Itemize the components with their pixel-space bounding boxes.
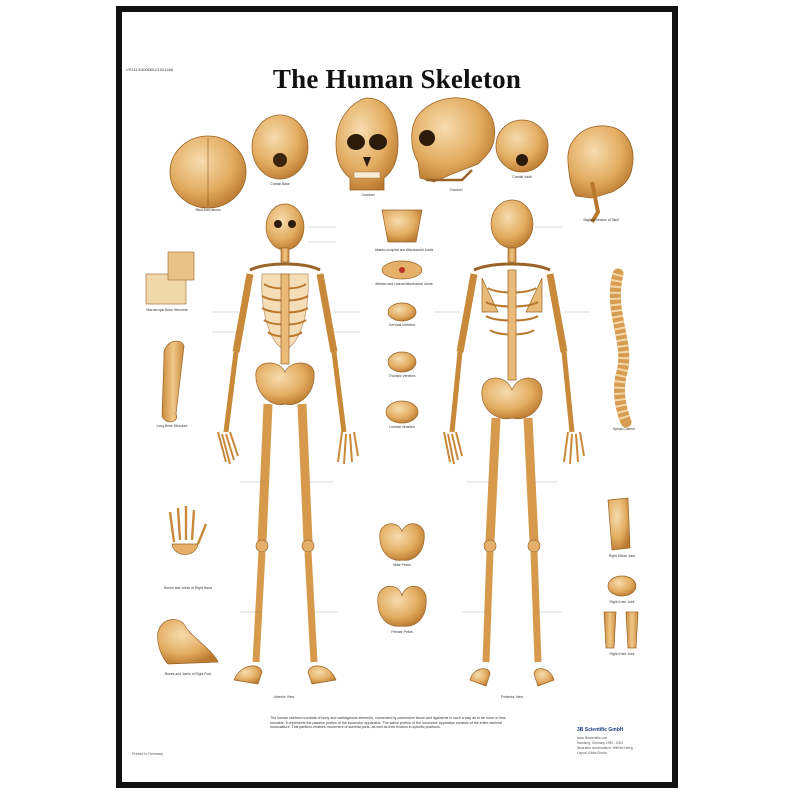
caption-spinal-column: Spinal Column: [612, 427, 636, 431]
poster-title: The Human Skeleton: [272, 64, 522, 94]
caption-cranium: Cranium: [361, 193, 375, 197]
cranial-base-view: [251, 114, 309, 180]
posterior-skeleton: [443, 199, 585, 687]
skeleton-illustration: [145, 97, 639, 687]
caption-cranial-base: Cranial Base: [270, 182, 290, 186]
caption-anterior-view: Anterior View: [273, 695, 295, 699]
sagittal-skull-view: [567, 125, 634, 224]
pelvis-insets: [377, 523, 427, 627]
caption-thoracic: Thoracic Vertebra: [388, 374, 416, 378]
caption-male-pelvis: Male Pelvis: [393, 563, 411, 567]
cranial-vault-view: [495, 119, 549, 173]
skull-top-view: [169, 135, 247, 209]
foot-inset: [157, 619, 219, 665]
printed-in: Printed in Germany: [132, 752, 163, 756]
poster-frame: VR1113/4006651/1001468 The Human Skeleto…: [116, 6, 678, 788]
caption-posterior-view: Posterior View: [501, 695, 523, 699]
brand-line: www.3bscientific.com: [577, 736, 608, 740]
caption-cranial-vault: Cranial Vault: [512, 175, 532, 179]
caption-atlas-axis: Atlanto-occipital and Atlantoaxial Joint…: [374, 248, 434, 252]
brand-line: Layout: Eddie Schulz: [577, 751, 607, 755]
product-code: VR1113/4006651/1001468: [126, 67, 174, 72]
microscopic-bone-inset: [145, 251, 195, 305]
caption-right-knee-2: Right Knee Joint: [609, 652, 635, 656]
brand-name: 3B Scientific GmbH: [577, 727, 624, 733]
poster: VR1113/4006651/1001468 The Human Skeleto…: [122, 12, 672, 782]
caption-median-lateral: Median and Lateral Atlantoaxial Joints: [375, 282, 433, 286]
cranium-front-view: [335, 97, 399, 191]
caption-right-elbow: Right Elbow Joint: [608, 554, 636, 558]
brand-line: Illustrated nomenclature: Wilfried Henig: [577, 746, 633, 750]
spinal-column-inset: [609, 268, 632, 428]
brand-line: Hamburg, Germany 1990 - 2003: [577, 741, 623, 745]
atlas-axis-inset: [381, 209, 423, 280]
elbow-joint-inset: [607, 497, 637, 597]
caption-microscopic-bone: Microscopic Bone Structure: [146, 308, 188, 312]
anterior-skeleton: [217, 203, 359, 685]
knee-joint-inset: [603, 611, 639, 649]
caption-bones-right-foot: Bones and Joints of Right Foot: [164, 672, 212, 676]
caption-sagittal-section: Sagittal Section of Skull: [583, 218, 619, 222]
caption-bones-right-hand: Bones and Joints of Right Hand: [164, 586, 212, 590]
cranium-lateral-view: [411, 97, 496, 183]
caption-long-bone: Long Bone Structure: [156, 424, 188, 428]
caption-right-knee: Right Knee Joint: [609, 600, 635, 604]
caption-skull-top: Skull from above: [195, 208, 221, 212]
label-leaders: [212, 226, 590, 613]
caption-cranium-lateral: Cranium: [449, 188, 463, 192]
poster-description: The human skeleton consists of bony and …: [270, 716, 506, 730]
caption-female-pelvis: Female Pelvis: [391, 630, 413, 634]
caption-cervical: Cervical Vertebra: [388, 323, 415, 327]
long-bone-inset: [161, 340, 185, 423]
caption-lumbar: Lumbar Vertebra: [389, 425, 415, 429]
hand-inset: [168, 506, 208, 555]
vertebrae-insets: [385, 302, 419, 424]
